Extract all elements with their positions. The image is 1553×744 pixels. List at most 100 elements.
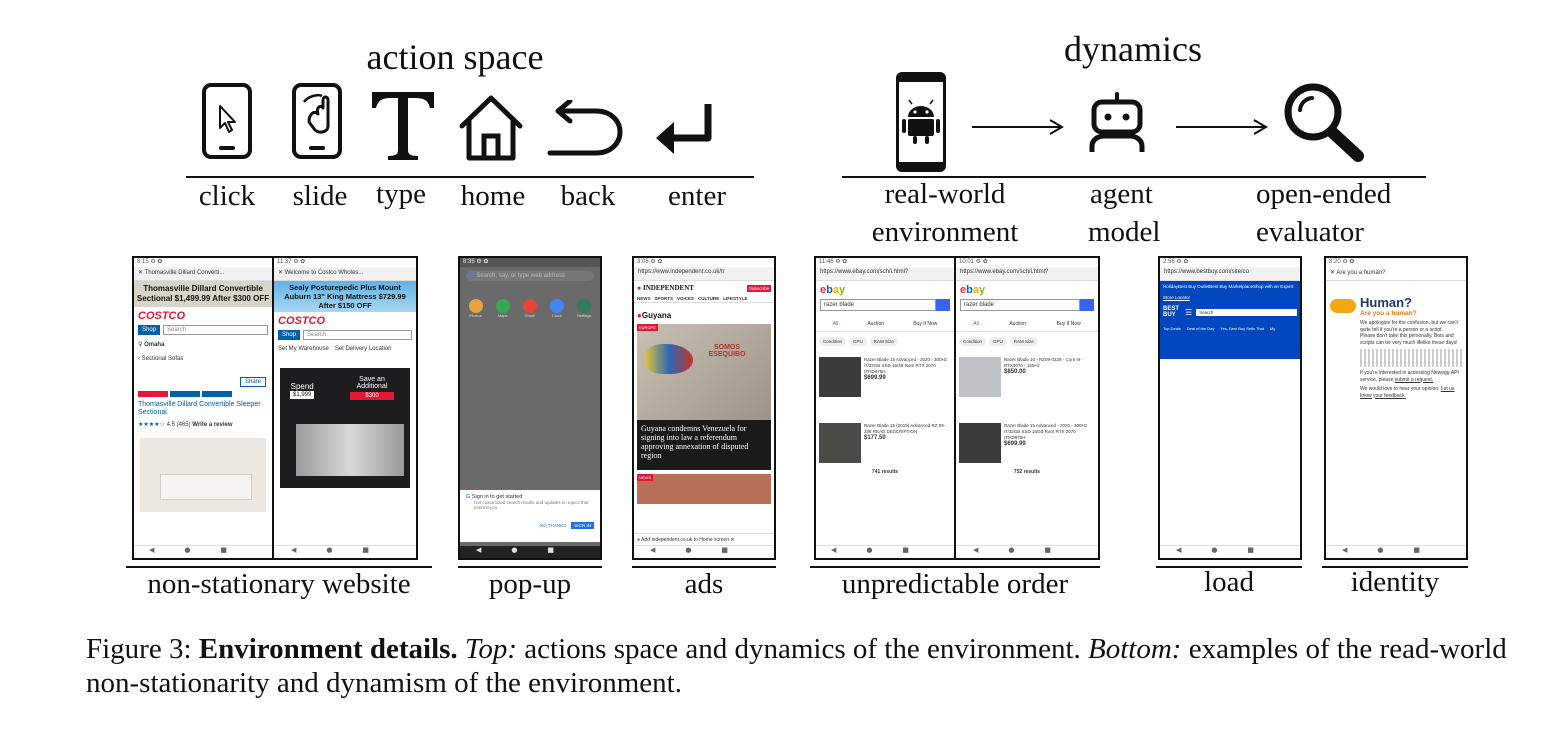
label-identity: identity [1350, 566, 1440, 598]
promo-banner: Thomasville Dillard Convertible Sectiona… [134, 281, 272, 307]
url-text: https://www.ebay.com/sch/i.html? [960, 269, 1049, 275]
figure-caption: Figure 3: Environment details. Top: acti… [86, 632, 1526, 700]
search-input[interactable]: Search [1196, 308, 1297, 316]
set-warehouse[interactable]: Set My Warehouse [278, 346, 329, 352]
search-row: razer blade [960, 299, 1094, 311]
android-nav-bar[interactable]: ◀●■ [274, 545, 416, 558]
filter-row: Condition GPU RAM Size [956, 332, 1098, 351]
android-nav-bar[interactable]: ◀●■ [134, 545, 272, 558]
nav-item[interactable]: LIFESTYLE [723, 296, 748, 301]
subscribe-button[interactable]: Subscribe [746, 284, 771, 292]
no-thanks-button[interactable]: NO THANKS [539, 523, 567, 528]
url-title: Thomasville Dillard Converti... [144, 270, 225, 276]
badge [170, 391, 200, 397]
tab-all[interactable]: All [973, 321, 979, 327]
shop-button[interactable]: Shop [138, 325, 161, 335]
filter-chip[interactable]: GPU [989, 337, 1007, 346]
app-icon[interactable]: Photos [468, 299, 483, 318]
filter-chip[interactable]: RAM Size [1009, 337, 1038, 346]
menu-icon[interactable]: ☰ [1185, 307, 1193, 317]
label-rule [632, 566, 776, 568]
search-input[interactable]: razer blade [960, 299, 1080, 311]
app-icon[interactable]: Clock [549, 299, 564, 318]
menu-item[interactable]: Top Deals [1163, 326, 1181, 331]
item-info: Razer Blade 16 - RZ09-0328 - Core i9 - R… [1004, 357, 1095, 397]
submit-request-link[interactable]: submit a request. [1394, 376, 1434, 383]
tab-buy-it-now[interactable]: Buy It Now [1056, 321, 1081, 327]
list-item[interactable]: Razer Blade 16 - RZ09-0328 - Core i9 - R… [956, 351, 1098, 403]
list-item[interactable]: Razer Blade 15 Advanced - 2020 - 300Hz i… [816, 351, 954, 403]
article-headline[interactable]: Guyana condemns Venezuela for signing in… [637, 420, 771, 470]
android-nav-bar[interactable]: ◀●■ [460, 546, 600, 558]
item-info: Razer Blade 15 Advanced - 2020 - 300Hz i… [864, 357, 951, 397]
url-text: https://www.independent.co.uk/tr [638, 269, 725, 275]
app-icon[interactable]: Maps [495, 299, 510, 318]
android-nav-bar[interactable]: ◀●■ [1326, 545, 1466, 558]
feedback-link[interactable]: Let us know your feedback. [1360, 386, 1455, 399]
screenshot-ebay-1: 11:46 ⚙ ✿ https://www.ebay.com/sch/i.htm… [814, 256, 956, 560]
tab-buy-it-now[interactable]: Buy It Now [913, 321, 938, 327]
label-ads: ads [684, 568, 724, 600]
menu-item[interactable]: My [1269, 326, 1276, 331]
tab-auction[interactable]: Auction [867, 321, 885, 327]
install-banner[interactable]: ● Add independent.co.uk to Home screen ✕ [634, 533, 774, 546]
app-icon[interactable]: Gmail [522, 299, 537, 318]
filter-chip[interactable]: Condition [819, 337, 847, 346]
caption-bottom-text: examples of the read-world non-stationar… [86, 633, 1507, 699]
search-input[interactable]: Search [303, 330, 412, 340]
tab-auction[interactable]: Auction [1009, 321, 1027, 327]
android-nav-bar[interactable]: ◀●■ [634, 545, 774, 558]
share-button[interactable]: Share [239, 377, 266, 387]
breadcrumb[interactable]: ‹ Sectional Sofas [138, 356, 184, 362]
nav-item[interactable]: NEWS [637, 296, 651, 301]
dynamics-label-line: real-world [884, 178, 1006, 210]
dynamics-title: dynamics [1064, 29, 1202, 69]
tab-all[interactable]: All [832, 321, 839, 327]
bestbuy-logo[interactable]: BEST BUY [1163, 306, 1180, 318]
brand: ● INDEPENDENT [637, 284, 694, 292]
filter-chip[interactable]: RAM Size [869, 337, 898, 346]
signin-dialog: G Sign in to get started Get customized … [460, 490, 600, 542]
nav-item[interactable]: VOICES [677, 296, 695, 301]
url-bar: https://www.independent.co.uk/tr [634, 267, 774, 281]
captcha-body: Human? Are you a human? We apologize for… [1326, 281, 1466, 399]
menu-item[interactable]: Yes, Best Buy Sells That [1220, 326, 1264, 331]
android-nav-bar[interactable]: ◀●■ [1160, 545, 1300, 558]
app-label: Clock [551, 313, 562, 318]
item-title: Razer Blade 15 Advanced - 2020 - 300Hz i… [1004, 423, 1088, 440]
android-nav-bar[interactable]: ◀●■ [956, 545, 1098, 558]
set-delivery[interactable]: Set Delivery Location [334, 346, 392, 352]
search-button[interactable] [1080, 299, 1094, 311]
ad-carousel[interactable]: Spend $1,999 Save an Additional $300 [280, 368, 410, 488]
menu-item[interactable]: Deal of the Day [1186, 326, 1215, 331]
list-item[interactable]: Razer Blade 15 Advanced - 2020 - 300Hz i… [956, 403, 1098, 469]
nav-item[interactable]: CULTURE [698, 296, 720, 301]
search-button[interactable] [936, 299, 950, 311]
url-title: Are you a human? [1336, 270, 1386, 276]
top-nav[interactable]: HolidayBest Buy OutletBest Buy Marketpla… [1163, 284, 1294, 289]
android-nav-bar[interactable]: ◀●■ [816, 545, 954, 558]
search-input[interactable]: Search [163, 325, 268, 335]
filter-chip[interactable]: Condition [959, 337, 987, 346]
results-count: 752 results [1013, 469, 1041, 475]
app-icon[interactable]: Settings [577, 299, 591, 318]
search-input[interactable]: razer blade [820, 299, 936, 311]
shop-button[interactable]: Shop [278, 330, 301, 340]
status-bar: 3:08 ⚙ ✿ [634, 258, 774, 267]
search-placeholder: Search, say, or type web address [476, 273, 565, 279]
filter-chip[interactable]: GPU [849, 337, 867, 346]
list-item[interactable]: Razer Blade 15 (2019) Advanced RZ 09-288… [816, 403, 954, 469]
install-text: Add independent.co.uk to Home screen [641, 537, 729, 543]
search-input[interactable]: G Search, say, or type web address [466, 271, 594, 281]
url-bar: ✕ Are you a human? [1326, 267, 1466, 281]
ad-image[interactable]: NEWS [637, 474, 771, 504]
dynamics-rule [842, 176, 1426, 178]
review-link[interactable]: Write a review [192, 422, 233, 428]
app-label: Photos [469, 313, 482, 318]
captcha-widget[interactable] [1360, 349, 1462, 367]
store-locator[interactable]: Store Locator [1163, 295, 1191, 300]
nav-item[interactable]: SPORTS [654, 296, 674, 301]
sign-in-button[interactable]: SIGN IN [571, 522, 594, 529]
action-label: click [198, 180, 256, 212]
enter-arrow-icon [656, 104, 712, 154]
